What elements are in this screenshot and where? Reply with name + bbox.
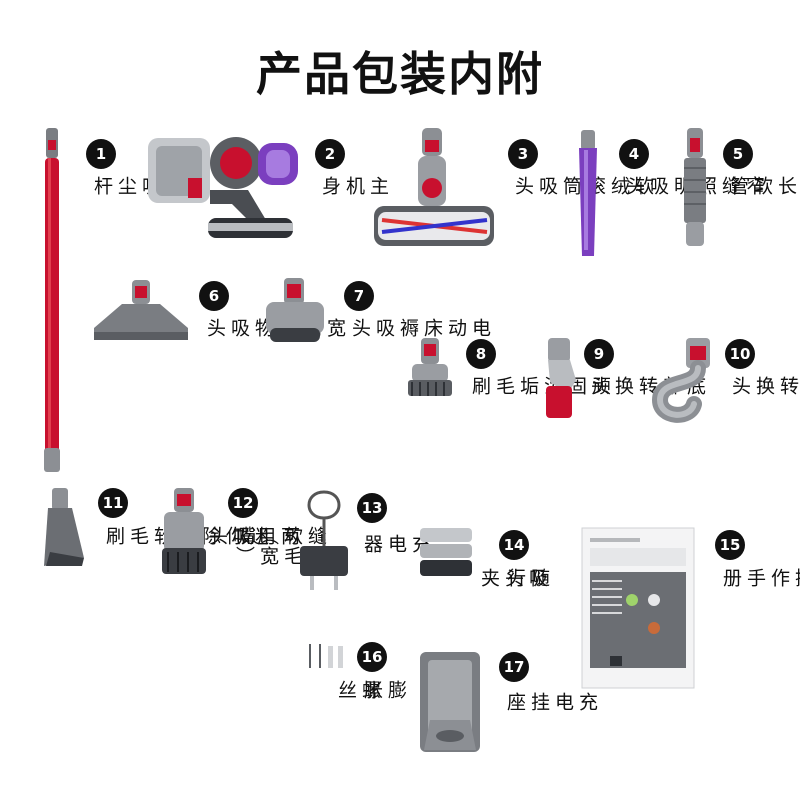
item-number: 9 xyxy=(584,339,614,369)
item-number: 16 xyxy=(357,642,387,672)
item-number: 4 xyxy=(619,139,649,169)
item-number: 1 xyxy=(86,139,116,169)
stubborn-dirt-brush-image xyxy=(408,338,452,396)
item-number: 3 xyxy=(508,139,538,169)
screws-image xyxy=(309,644,343,668)
wand-image xyxy=(44,128,60,472)
item-number: 15 xyxy=(715,530,745,560)
item-number: 10 xyxy=(725,339,755,369)
tool-clip-image xyxy=(420,528,472,576)
soft-roller-head-image xyxy=(374,128,494,246)
item-number: 8 xyxy=(466,339,496,369)
item-label: 窄缝照明吸头 xyxy=(623,176,765,196)
item-label-line2: 两用吸头 xyxy=(206,526,300,546)
item-label: 柜顶转换头 xyxy=(729,376,799,396)
manual-image xyxy=(581,527,695,689)
item-label: 主机身 xyxy=(319,176,389,196)
mini-motor-tool-image xyxy=(266,278,324,342)
page-title: 产品包装内附 xyxy=(256,47,544,101)
item-label: 随行 xyxy=(504,568,550,588)
item-number: 13 xyxy=(357,493,387,523)
item-number: 7 xyxy=(344,281,374,311)
wide-nozzle-image xyxy=(94,280,188,340)
crevice-light-tool-image xyxy=(579,130,597,256)
item-number: 17 xyxy=(499,652,529,682)
mini-dusting-brush-image xyxy=(44,488,84,566)
item-number: 6 xyxy=(199,281,229,311)
item-number: 11 xyxy=(98,488,128,518)
item-label: 延长软管 xyxy=(727,176,800,196)
item-label: 充电挂座 xyxy=(504,692,598,712)
up-top-adaptor-image xyxy=(651,338,710,423)
main-body-image xyxy=(148,137,298,238)
item-number: 14 xyxy=(499,530,529,560)
low-reach-adaptor-image xyxy=(546,338,576,418)
item-label: 迷你除尘软毛刷 xyxy=(103,526,269,546)
item-label: 电动床褥吸头 xyxy=(349,318,491,338)
item-label-line2: 吸头夹 xyxy=(478,568,548,588)
item-number: 5 xyxy=(723,139,753,169)
combination-tool-image xyxy=(162,488,206,574)
item-label-line2: 螺丝 xyxy=(335,680,381,700)
item-number: 2 xyxy=(315,139,345,169)
item-number: 12 xyxy=(228,488,258,518)
charger-image xyxy=(300,490,348,590)
item-label: 底部转换头 xyxy=(588,376,706,396)
item-label: 膨胀 xyxy=(361,680,407,700)
item-label: 操作手册 xyxy=(720,568,800,588)
extension-hose-image xyxy=(684,128,706,246)
docking-station-image xyxy=(420,652,480,752)
item-label: 顽固污垢毛刷 xyxy=(469,376,611,396)
